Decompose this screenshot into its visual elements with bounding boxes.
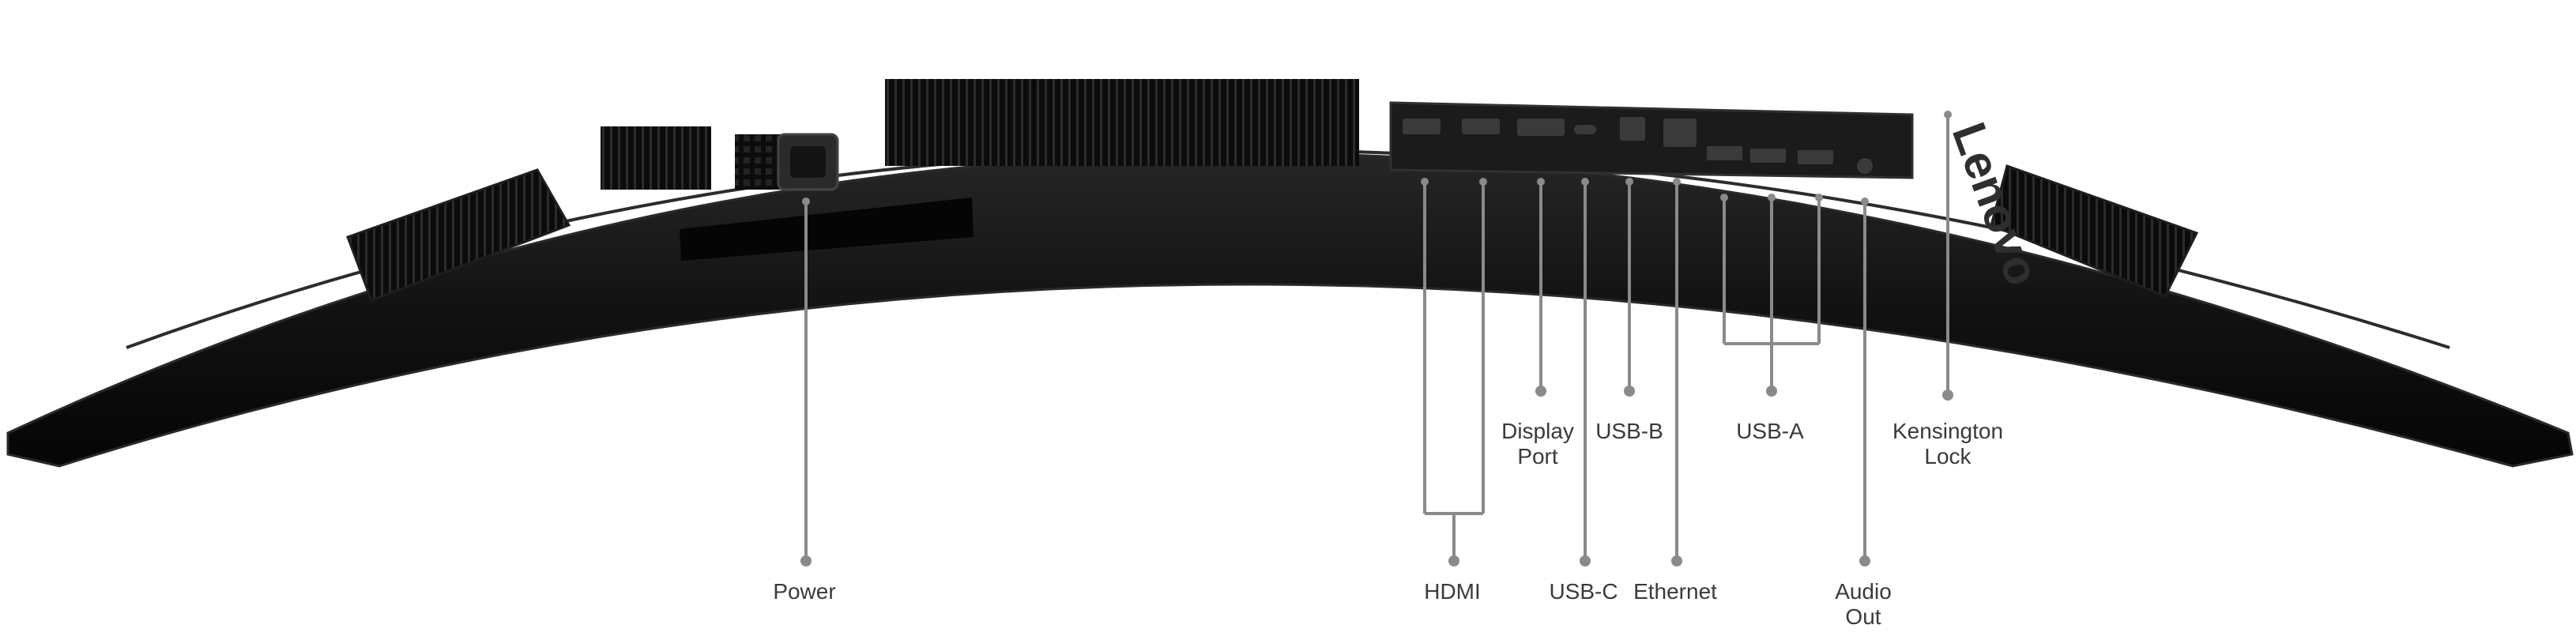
ethernet-label: Ethernet [1633,579,1717,604]
usb-b-port-shape [1620,117,1645,141]
usb-c-port-shape [1574,125,1596,134]
audio-jack-shape [1857,158,1873,174]
hdmi-port-1-shape [1403,119,1441,134]
hdmi-port-2-shape [1462,119,1500,134]
ethernet-port-shape [1663,119,1697,147]
kensington-lock-label: Kensington Lock [1892,419,2004,469]
io-panel [1389,101,1914,179]
usb-a-port-3-shape [1798,150,1833,164]
hdmi-label: HDMI [1424,579,1481,604]
audio-out-label: Audio Out [1835,579,1892,629]
left-speaker-grille [346,168,571,302]
rear-vent-left [601,126,711,190]
displayport-shape [1517,119,1565,136]
monitor-body [6,152,2574,468]
callout-lines [804,115,1949,561]
power-label: Power [773,579,836,604]
right-speaker-grille [1990,164,2199,298]
usb-a-port-2-shape [1750,149,1786,163]
rear-vent-center [885,79,1359,166]
display-port-label: Display Port [1501,419,1574,469]
usb-a-port-1-shape [1707,146,1742,160]
usb-b-label: USB-B [1595,419,1663,443]
power-socket-inner [790,146,826,178]
rear-panel-strip [680,198,974,261]
usb-c-label: USB-C [1549,579,1618,604]
usb-a-label: USB-A [1736,419,1804,443]
callout-dots [800,111,1953,566]
